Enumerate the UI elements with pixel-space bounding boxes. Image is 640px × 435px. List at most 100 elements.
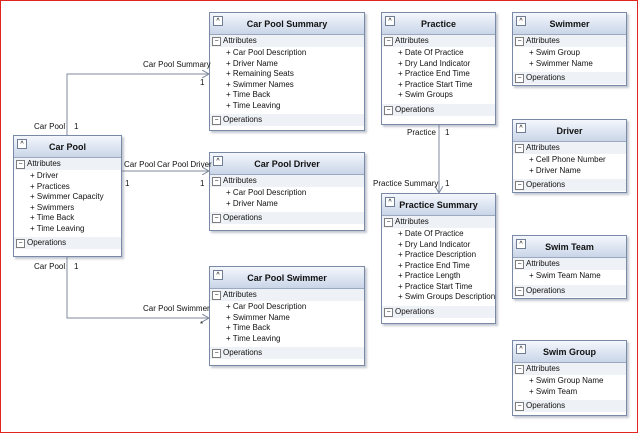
class-header[interactable]: ^ Car Pool Swimmer bbox=[210, 267, 364, 289]
minus-icon[interactable]: − bbox=[212, 349, 221, 358]
minus-icon[interactable]: − bbox=[212, 214, 221, 223]
minus-icon[interactable]: − bbox=[515, 365, 524, 374]
minus-icon[interactable]: − bbox=[515, 181, 524, 190]
attribute-item[interactable]: Date Of Practice bbox=[382, 48, 495, 59]
attribute-item[interactable]: Practice Start Time bbox=[382, 80, 495, 91]
minus-icon[interactable]: − bbox=[515, 74, 524, 83]
minus-icon[interactable]: − bbox=[515, 37, 524, 46]
operations-section-header[interactable]: − Operations bbox=[382, 305, 495, 318]
class-practice-summary[interactable]: ^ Practice Summary − Attributes Date Of … bbox=[381, 193, 496, 324]
attributes-section-header[interactable]: − Attributes bbox=[14, 158, 121, 170]
attributes-section-header[interactable]: − Attributes bbox=[513, 35, 626, 47]
attribute-item[interactable]: Swimmer Name bbox=[513, 59, 626, 70]
collapse-icon[interactable]: ^ bbox=[385, 197, 395, 207]
minus-icon[interactable]: − bbox=[16, 160, 25, 169]
attribute-item[interactable]: Time Back bbox=[210, 323, 364, 334]
attribute-item[interactable]: Practice Start Time bbox=[382, 282, 495, 293]
collapse-icon[interactable]: ^ bbox=[516, 16, 526, 26]
class-car-pool[interactable]: ^ Car Pool − Attributes Driver Practices… bbox=[13, 135, 122, 257]
collapse-icon[interactable]: ^ bbox=[516, 344, 526, 354]
attribute-item[interactable]: Practice End Time bbox=[382, 261, 495, 272]
class-swimmer[interactable]: ^ Swimmer − Attributes Swim Group Swimme… bbox=[512, 12, 627, 86]
class-header[interactable]: ^ Swimmer bbox=[513, 13, 626, 35]
attribute-item[interactable]: Time Leaving bbox=[14, 224, 121, 235]
collapse-icon[interactable]: ^ bbox=[385, 16, 395, 26]
edge-car-pool-summary[interactable] bbox=[66, 74, 209, 135]
attribute-item[interactable]: Dry Land Indicator bbox=[382, 59, 495, 70]
class-swim-group[interactable]: ^ Swim Group − Attributes Swim Group Nam… bbox=[512, 340, 627, 416]
operations-section-header[interactable]: − Operations bbox=[513, 179, 626, 191]
attribute-item[interactable]: Swim Team Name bbox=[513, 271, 626, 282]
attribute-item[interactable]: Car Pool Description bbox=[210, 48, 364, 59]
collapse-icon[interactable]: ^ bbox=[516, 239, 526, 249]
operations-section-header[interactable]: − Operations bbox=[382, 103, 495, 116]
class-practice[interactable]: ^ Practice − Attributes Date Of Practice… bbox=[381, 12, 496, 125]
attribute-item[interactable]: Driver Name bbox=[513, 166, 626, 177]
attribute-item[interactable]: Driver Name bbox=[210, 199, 364, 210]
attribute-item[interactable]: Cell Phone Number bbox=[513, 155, 626, 166]
attribute-item[interactable]: Driver bbox=[14, 171, 121, 182]
attribute-item[interactable]: Swimmers bbox=[14, 203, 121, 214]
attribute-item[interactable]: Time Leaving bbox=[210, 101, 364, 112]
operations-section-header[interactable]: − Operations bbox=[210, 347, 364, 359]
collapse-icon[interactable]: ^ bbox=[213, 270, 223, 280]
attribute-item[interactable]: Practices bbox=[14, 182, 121, 193]
attribute-item[interactable]: Practice Description bbox=[382, 250, 495, 261]
attribute-item[interactable]: Driver Name bbox=[210, 59, 364, 70]
attributes-section-header[interactable]: − Attributes bbox=[210, 35, 364, 47]
collapse-icon[interactable]: ^ bbox=[213, 156, 223, 166]
minus-icon[interactable]: − bbox=[384, 218, 393, 227]
class-header[interactable]: ^ Practice bbox=[382, 13, 495, 35]
attributes-section-header[interactable]: − Attributes bbox=[210, 175, 364, 187]
class-car-pool-driver[interactable]: ^ Car Pool Driver − Attributes Car Pool … bbox=[209, 152, 365, 231]
minus-icon[interactable]: − bbox=[212, 177, 221, 186]
attribute-item[interactable]: Swim Groups bbox=[382, 90, 495, 101]
attribute-item[interactable]: Practice End Time bbox=[382, 69, 495, 80]
attributes-section-header[interactable]: − Attributes bbox=[513, 142, 626, 154]
minus-icon[interactable]: − bbox=[212, 116, 221, 125]
minus-icon[interactable]: − bbox=[384, 307, 393, 317]
operations-section-header[interactable]: − Operations bbox=[210, 114, 364, 126]
minus-icon[interactable]: − bbox=[515, 286, 524, 296]
class-header[interactable]: ^ Car Pool Driver bbox=[210, 153, 364, 175]
class-driver[interactable]: ^ Driver − Attributes Cell Phone Number … bbox=[512, 119, 627, 193]
collapse-icon[interactable]: ^ bbox=[17, 139, 27, 149]
class-swim-team[interactable]: ^ Swim Team − Attributes Swim Team Name … bbox=[512, 235, 627, 299]
attributes-section-header[interactable]: − Attributes bbox=[210, 289, 364, 301]
attributes-section-header[interactable]: − Attributes bbox=[513, 258, 626, 270]
minus-icon[interactable]: − bbox=[515, 402, 524, 411]
minus-icon[interactable]: − bbox=[384, 37, 393, 46]
class-header[interactable]: ^ Swim Group bbox=[513, 341, 626, 363]
class-car-pool-summary[interactable]: ^ Car Pool Summary − Attributes Car Pool… bbox=[209, 12, 365, 131]
collapse-icon[interactable]: ^ bbox=[213, 16, 223, 26]
minus-icon[interactable]: − bbox=[16, 239, 25, 248]
attribute-item[interactable]: Time Leaving bbox=[210, 334, 364, 345]
attribute-item[interactable]: Time Back bbox=[14, 213, 121, 224]
class-header[interactable]: ^ Car Pool Summary bbox=[210, 13, 364, 35]
minus-icon[interactable]: − bbox=[212, 291, 221, 300]
minus-icon[interactable]: − bbox=[515, 260, 524, 269]
operations-section-header[interactable]: − Operations bbox=[210, 212, 364, 224]
class-header[interactable]: ^ Swim Team bbox=[513, 236, 626, 258]
class-header[interactable]: ^ Driver bbox=[513, 120, 626, 142]
collapse-icon[interactable]: ^ bbox=[516, 123, 526, 133]
attribute-item[interactable]: Time Back bbox=[210, 90, 364, 101]
class-header[interactable]: ^ Car Pool bbox=[14, 136, 121, 158]
attribute-item[interactable]: Swim Groups Description bbox=[382, 292, 495, 303]
operations-section-header[interactable]: − Operations bbox=[513, 284, 626, 297]
minus-icon[interactable]: − bbox=[515, 144, 524, 153]
attributes-section-header[interactable]: − Attributes bbox=[513, 363, 626, 375]
minus-icon[interactable]: − bbox=[384, 105, 393, 115]
edge-car-pool-swimmer[interactable] bbox=[66, 257, 209, 318]
attribute-item[interactable]: Swimmer Names bbox=[210, 80, 364, 91]
operations-section-header[interactable]: − Operations bbox=[14, 237, 121, 249]
attributes-section-header[interactable]: − Attributes bbox=[382, 216, 495, 228]
attribute-item[interactable]: Swim Group Name bbox=[513, 376, 626, 387]
attribute-item[interactable]: Swim Team bbox=[513, 387, 626, 398]
attribute-item[interactable]: Date Of Practice bbox=[382, 229, 495, 240]
class-header[interactable]: ^ Practice Summary bbox=[382, 194, 495, 216]
attribute-item[interactable]: Car Pool Description bbox=[210, 302, 364, 313]
attribute-item[interactable]: Dry Land Indicator bbox=[382, 240, 495, 251]
attribute-item[interactable]: Swim Group bbox=[513, 48, 626, 59]
operations-section-header[interactable]: − Operations bbox=[513, 400, 626, 412]
